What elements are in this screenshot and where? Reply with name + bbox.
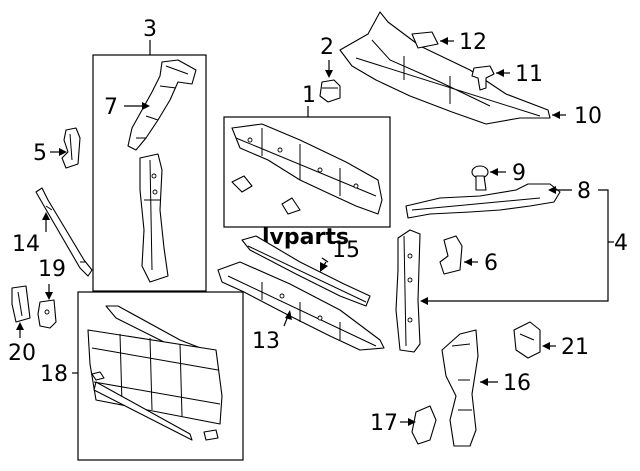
callout-17[interactable]: 17 xyxy=(370,411,398,436)
part-2-stopper[interactable] xyxy=(319,79,341,103)
callout-9[interactable]: 9 xyxy=(512,161,526,186)
callout-20[interactable]: 20 xyxy=(8,341,36,366)
callout-8-arrow xyxy=(548,186,556,194)
callout-21-arrow xyxy=(542,342,550,350)
callout-15-leader-top xyxy=(321,257,329,263)
callout-5[interactable]: 5 xyxy=(33,141,47,166)
part-8-brace[interactable] xyxy=(405,183,561,219)
callout-14[interactable]: 14 xyxy=(12,232,40,257)
part-18-air-guide-assembly xyxy=(87,305,223,441)
callout-2-arrow xyxy=(325,70,333,78)
callout-10-arrow xyxy=(552,111,560,119)
callout-3[interactable]: 3 xyxy=(143,17,157,42)
callout-1[interactable]: 1 xyxy=(302,83,316,108)
part-20-clip[interactable] xyxy=(11,285,31,323)
callout-10[interactable]: 10 xyxy=(574,104,602,129)
part-15-rail[interactable] xyxy=(241,235,371,307)
part-9-bolt[interactable] xyxy=(471,165,489,191)
callout-11-arrow xyxy=(496,69,504,77)
callout-13-arrow xyxy=(285,310,292,320)
part-11-clip[interactable] xyxy=(471,65,495,91)
callout-14-arrow xyxy=(42,212,50,220)
callout-7-arrow xyxy=(142,102,150,110)
part-12-label[interactable] xyxy=(411,31,439,49)
callout-15[interactable]: 15 xyxy=(332,238,360,263)
part-4-side-support xyxy=(395,229,421,353)
part-3-upright xyxy=(139,153,169,283)
callout-4-arrow xyxy=(420,297,428,305)
callout-5-arrow xyxy=(59,148,67,156)
part-13-lower-support[interactable] xyxy=(217,261,385,351)
group-1-box xyxy=(223,116,391,228)
callout-8[interactable]: 8 xyxy=(577,179,591,204)
part-10-upper-cover[interactable] xyxy=(339,11,551,125)
part-21-sensor[interactable] xyxy=(513,321,541,359)
callout-9-arrow xyxy=(490,168,498,176)
part-1-support xyxy=(231,123,383,215)
callout-6[interactable]: 6 xyxy=(484,251,498,276)
callout-15-arrow xyxy=(320,262,328,272)
callout-12-arrow xyxy=(440,37,448,45)
callout-13[interactable]: 13 xyxy=(252,329,280,354)
callout-7[interactable]: 7 xyxy=(104,95,118,120)
callout-4[interactable]: 4 xyxy=(614,231,628,256)
part-19-clip[interactable] xyxy=(37,299,57,329)
callout-16[interactable]: 16 xyxy=(503,371,531,396)
callout-11[interactable]: 11 xyxy=(515,62,543,87)
part-5-bracket[interactable] xyxy=(61,127,81,169)
part-16-deflector[interactable] xyxy=(441,329,479,447)
group-18-box xyxy=(77,291,244,461)
callout-6-arrow xyxy=(464,258,472,266)
part-6-bracket[interactable] xyxy=(439,235,463,275)
callout-12[interactable]: 12 xyxy=(459,30,487,55)
callout-18[interactable]: 18 xyxy=(40,362,68,387)
callout-20-arrow xyxy=(16,322,24,330)
part-7-bracket[interactable] xyxy=(127,59,197,151)
callout-19-arrow xyxy=(45,292,53,300)
callout-19[interactable]: 19 xyxy=(38,257,66,282)
callout-17-arrow xyxy=(408,418,416,426)
callout-2[interactable]: 2 xyxy=(320,35,334,60)
callout-4-bracket xyxy=(424,189,609,302)
callout-16-arrow xyxy=(480,378,488,386)
part-17-seal[interactable] xyxy=(411,405,437,445)
part-14-support-rod[interactable] xyxy=(35,187,93,277)
callout-21[interactable]: 21 xyxy=(561,335,589,360)
watermark-text: lvparts xyxy=(262,225,349,250)
